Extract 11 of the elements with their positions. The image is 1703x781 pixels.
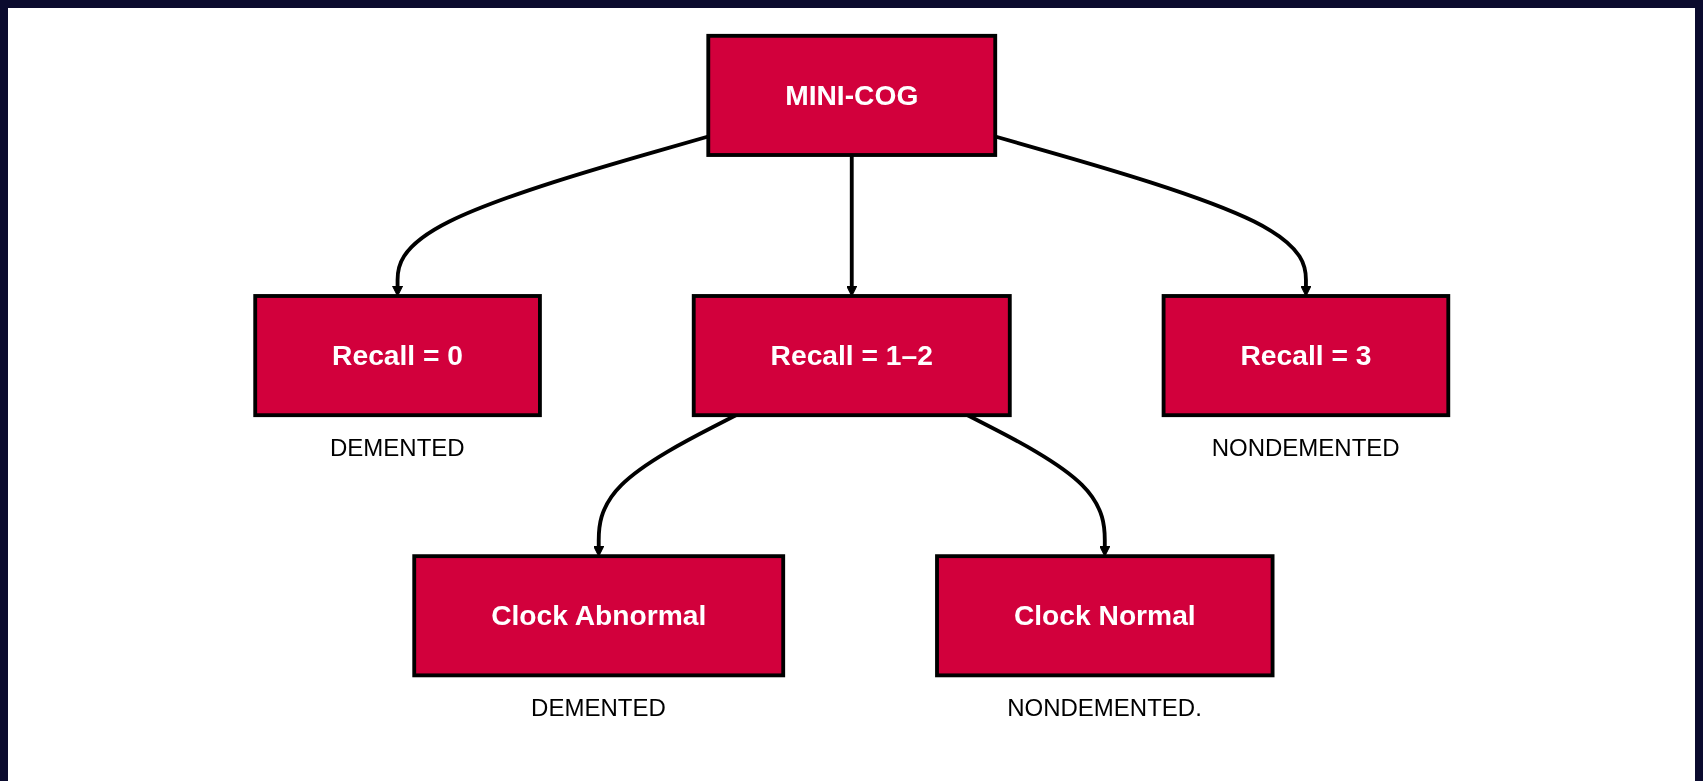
node-box: MINI-COG [706,34,997,158]
outcome-label: DEMENTED [531,693,666,722]
node-box: Recall = 0 [253,294,542,418]
outcome-label: NONDEMENTED [1211,433,1400,462]
node-box: Clock Normal [934,554,1275,678]
node-box: Recall = 3 [1161,294,1450,418]
arrow [845,155,858,297]
node-box: Clock Abnormal [412,554,785,678]
node-box: Recall = 1–2 [691,294,1012,418]
outcome-label: NONDEMENTED. [1007,693,1202,722]
outcome-label: DEMENTED [329,433,465,462]
